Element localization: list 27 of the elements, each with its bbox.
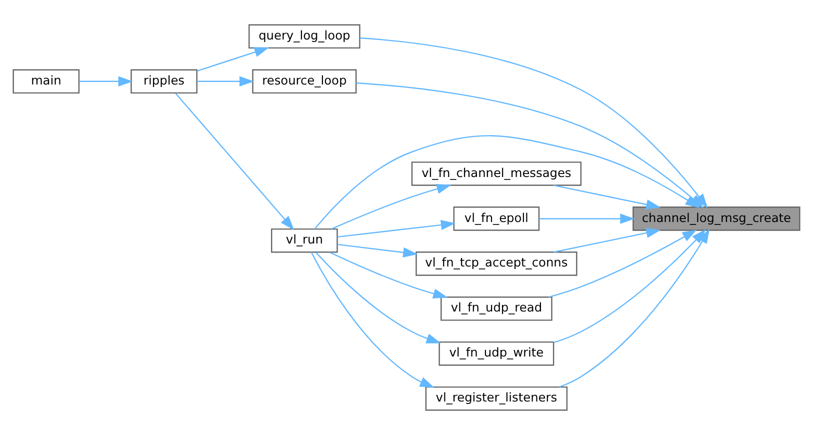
arrow [554,228,661,253]
node-box: query_log_loop [248,24,360,49]
arrow [175,92,294,230]
arrow [196,76,254,86]
node-box: vl_register_listeners [425,386,568,411]
arrow [310,252,434,388]
node-box: vl_fn_udp_write [438,341,554,366]
node-box: vl_fn_tcp_accept_conns [416,252,578,276]
node-box: ripples [130,69,198,94]
arrow [548,230,697,298]
arrow [337,220,456,238]
arrow [331,184,452,230]
node-box: vl_fn_udp_read [440,296,552,321]
node-box: main [12,69,80,94]
node-box: vl_fn_channel_messages [411,162,582,186]
node-box: vl_fn_epoll [453,206,540,231]
arrow [196,47,270,72]
node-box: channel_log_msg_create [632,206,800,231]
arrow [314,135,700,230]
node-box: resource_loop [252,69,357,94]
arrow [554,184,661,210]
arrow [329,252,448,299]
arrow [337,244,418,258]
arrow [315,252,442,344]
arrow [539,214,635,224]
node-box: vl_run [270,228,338,253]
arrow [79,76,133,86]
